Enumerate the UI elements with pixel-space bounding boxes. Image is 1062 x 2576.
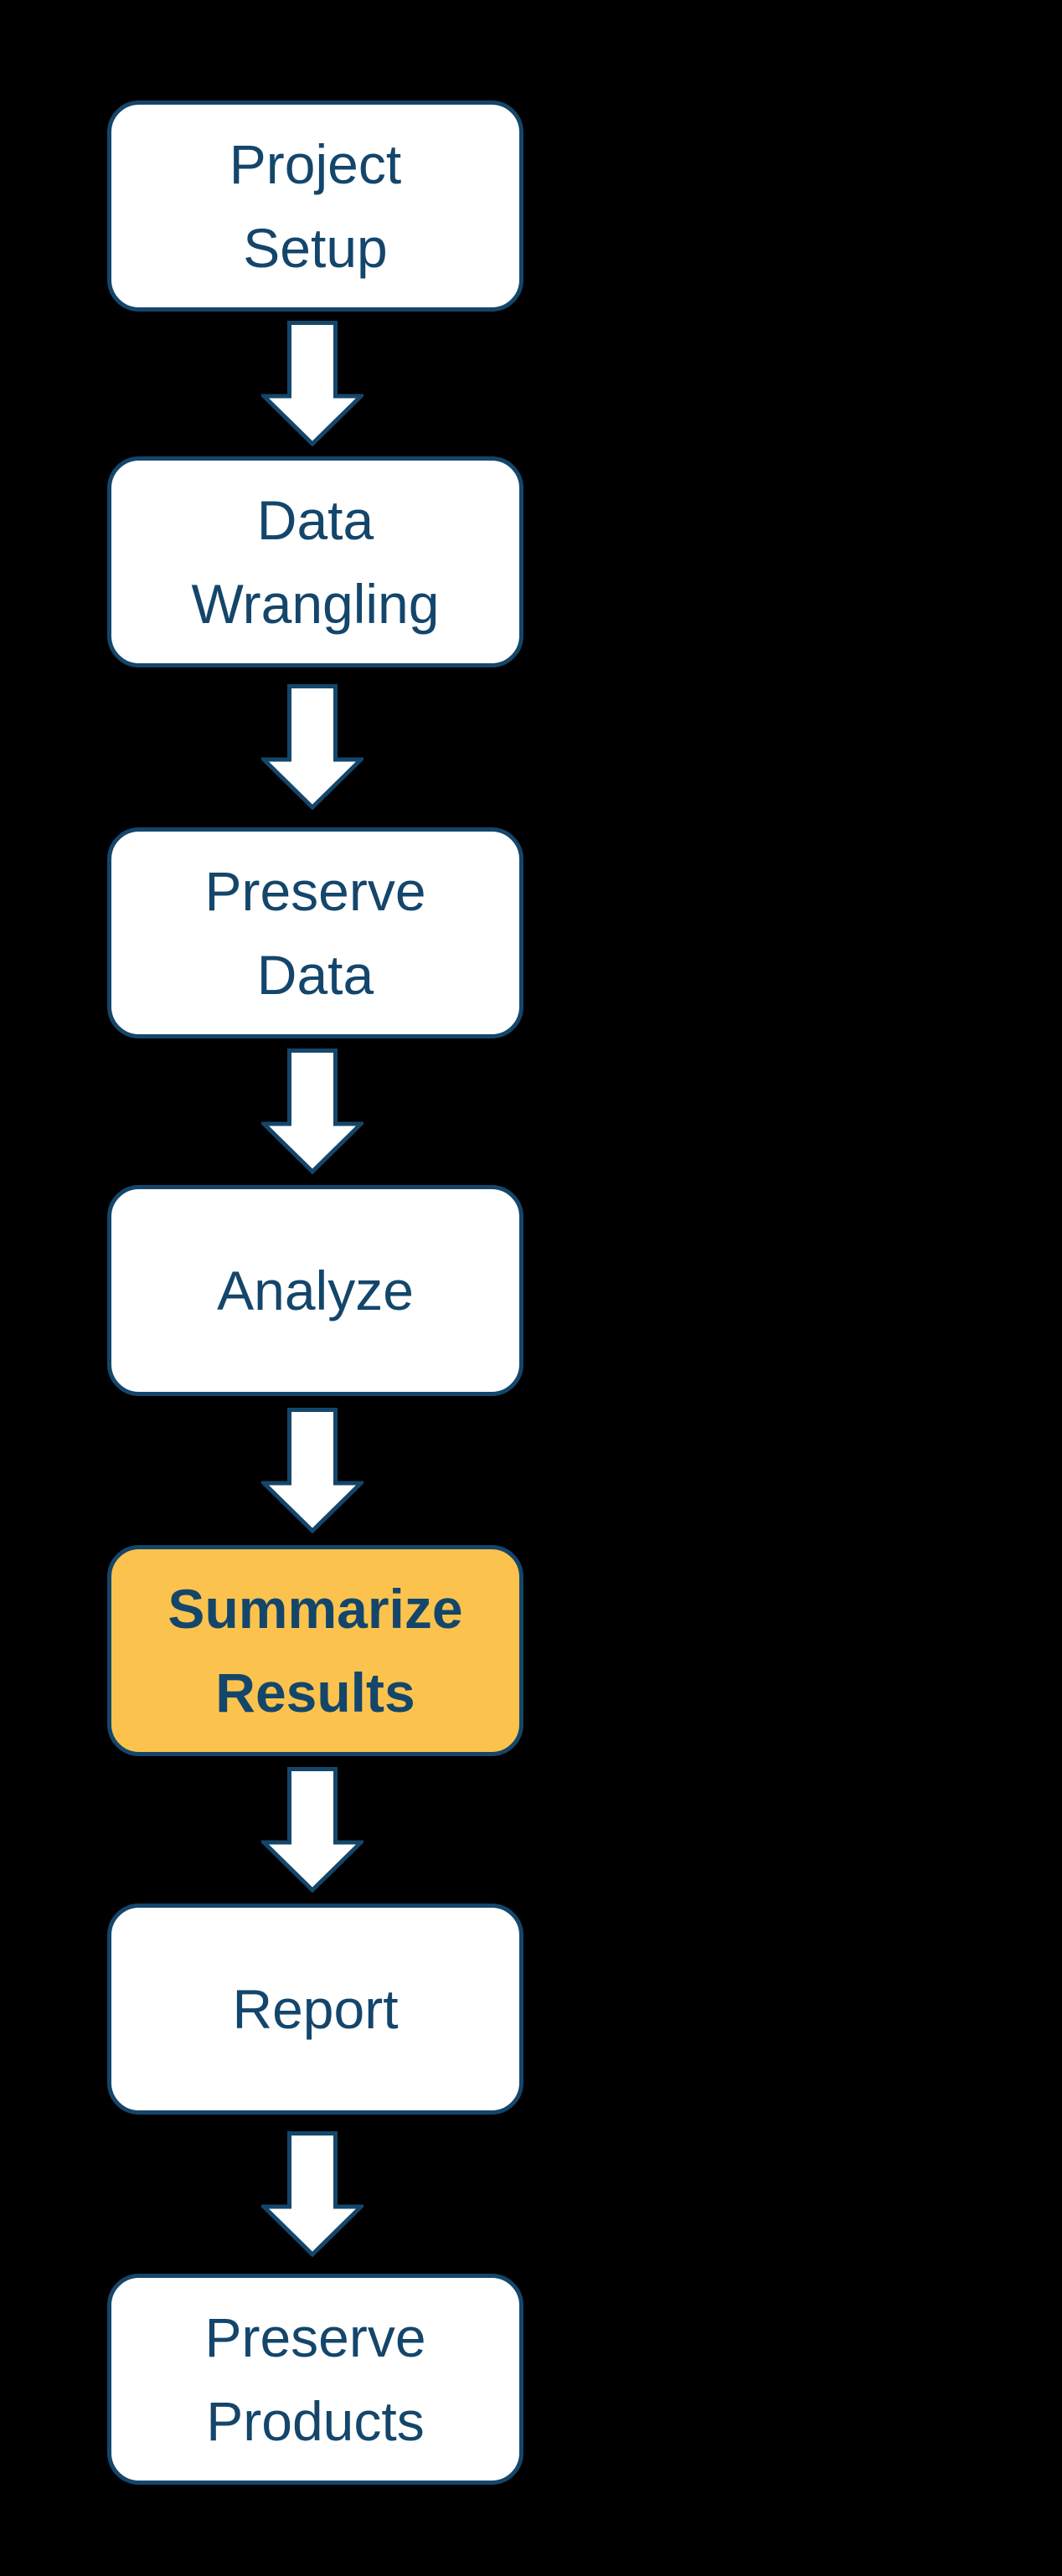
step-summarize-results-highlighted: Summarize Results bbox=[107, 1545, 523, 1756]
step-label: Preserve Products bbox=[204, 2306, 426, 2452]
step-preserve-products: Preserve Products bbox=[107, 2274, 523, 2485]
step-preserve-data: Preserve Data bbox=[107, 827, 523, 1038]
step-data-wrangling: Data Wrangling bbox=[107, 456, 523, 667]
down-arrow-icon bbox=[261, 1408, 363, 1533]
step-project-setup: Project Setup bbox=[107, 100, 523, 312]
down-arrow-icon bbox=[261, 321, 363, 446]
down-arrow-icon bbox=[261, 684, 363, 810]
step-label: Data Wrangling bbox=[191, 489, 440, 635]
step-label: Preserve Data bbox=[204, 860, 426, 1006]
step-label: Analyze bbox=[217, 1260, 414, 1321]
down-arrow-icon bbox=[261, 1767, 363, 1893]
step-label: Project Setup bbox=[229, 133, 402, 279]
step-label: Report bbox=[232, 1978, 399, 2040]
step-analyze: Analyze bbox=[107, 1185, 523, 1396]
step-report: Report bbox=[107, 1904, 523, 2115]
down-arrow-icon bbox=[261, 1048, 363, 1174]
step-label: Summarize Results bbox=[168, 1578, 463, 1723]
down-arrow-icon bbox=[261, 2131, 363, 2257]
